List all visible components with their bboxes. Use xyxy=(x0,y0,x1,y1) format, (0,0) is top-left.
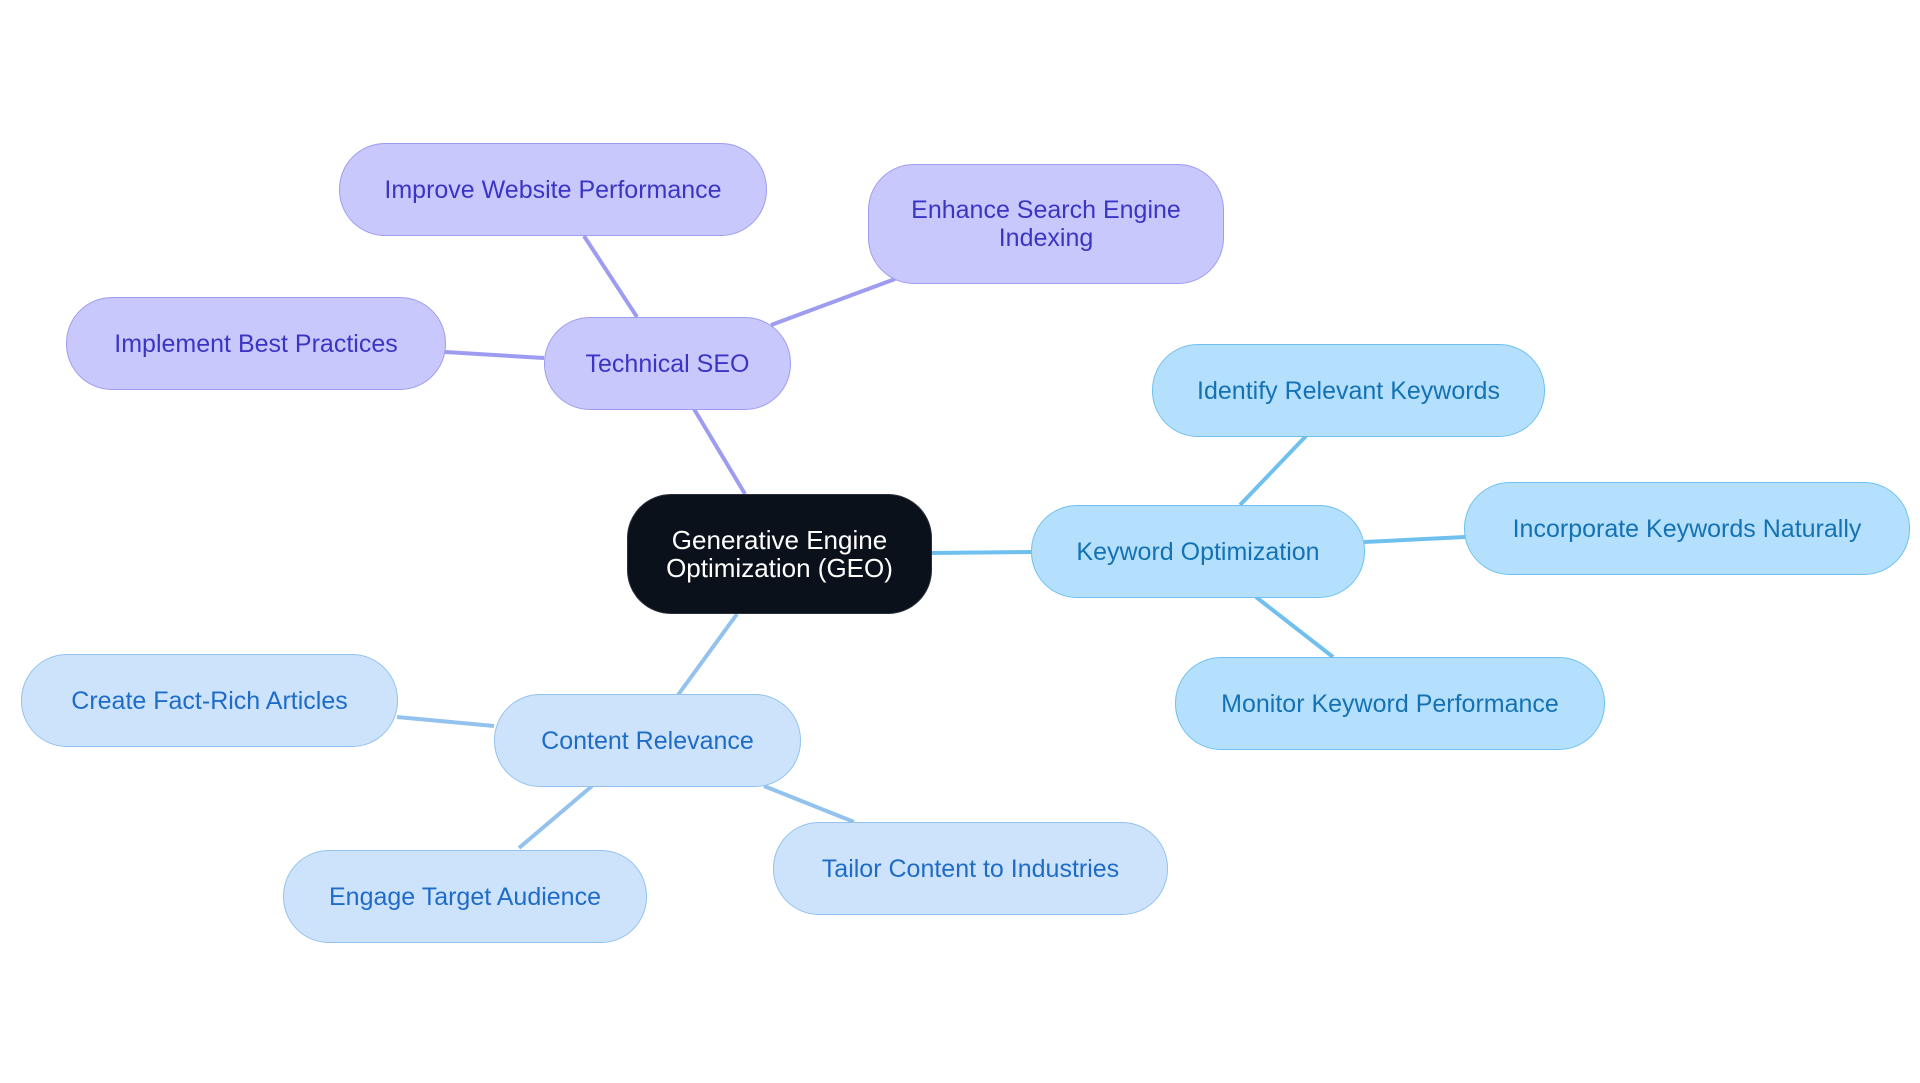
edge-content-fact-rich xyxy=(396,715,495,728)
leaf-label-enhance-indexing-line1: Enhance Search Engine xyxy=(911,196,1181,224)
branch-node-content-relevance: Content Relevance xyxy=(494,694,801,787)
leaf-label-engage-target-audience: Engage Target Audience xyxy=(329,882,601,911)
edge-keyword-incorporate xyxy=(1363,535,1466,544)
leaf-label-incorporate-keywords-naturally: Incorporate Keywords Naturally xyxy=(1512,514,1862,543)
edge-keyword-monitor xyxy=(1254,595,1335,659)
leaf-label-monitor-keyword-performance: Monitor Keyword Performance xyxy=(1221,689,1559,718)
branch-label-technical-seo: Technical SEO xyxy=(585,349,750,378)
edge-center-technical-seo xyxy=(692,407,747,496)
leaf-label-identify-relevant-keywords: Identify Relevant Keywords xyxy=(1197,376,1500,405)
leaf-node-monitor-keyword-performance: Monitor Keyword Performance xyxy=(1175,657,1605,750)
branch-label-content-relevance: Content Relevance xyxy=(541,726,754,755)
central-node-geo: Generative Engine Optimization (GEO) xyxy=(627,494,932,614)
edge-center-content-relevance xyxy=(676,612,739,697)
leaf-node-implement-best-practices: Implement Best Practices xyxy=(66,297,446,390)
leaf-node-create-fact-rich-articles: Create Fact-Rich Articles xyxy=(21,654,398,747)
leaf-node-tailor-content-to-industries: Tailor Content to Industries xyxy=(773,822,1168,915)
leaf-label-improve-website-performance: Improve Website Performance xyxy=(384,175,722,204)
leaf-label-enhance-indexing-line2: Indexing xyxy=(998,224,1094,252)
leaf-label-create-fact-rich-articles: Create Fact-Rich Articles xyxy=(71,686,348,715)
edge-keyword-identify xyxy=(1238,434,1308,507)
branch-node-technical-seo: Technical SEO xyxy=(544,317,791,410)
leaf-node-improve-website-performance: Improve Website Performance xyxy=(339,143,767,236)
edge-technical-enhance-indexing xyxy=(770,277,896,327)
leaf-label-tailor-content-to-industries: Tailor Content to Industries xyxy=(821,854,1120,883)
central-node-label-line2: Optimization (GEO) xyxy=(666,553,893,583)
leaf-node-incorporate-keywords-naturally: Incorporate Keywords Naturally xyxy=(1464,482,1910,575)
branch-node-keyword-optimization: Keyword Optimization xyxy=(1031,505,1365,598)
branch-label-keyword-optimization: Keyword Optimization xyxy=(1076,537,1320,566)
edge-content-tailor xyxy=(763,784,855,824)
leaf-label-implement-best-practices: Implement Best Practices xyxy=(114,329,398,358)
edge-content-engage xyxy=(517,784,594,850)
edge-center-keyword-optimization xyxy=(930,550,1032,555)
leaf-node-identify-relevant-keywords: Identify Relevant Keywords xyxy=(1152,344,1545,437)
leaf-node-engage-target-audience: Engage Target Audience xyxy=(283,850,647,943)
edge-technical-best-practices xyxy=(444,350,545,360)
edge-technical-improve-performance xyxy=(582,234,639,319)
leaf-node-enhance-search-engine-indexing: Enhance Search Engine Indexing xyxy=(868,164,1224,284)
central-node-label-line1: Generative Engine xyxy=(671,525,888,555)
